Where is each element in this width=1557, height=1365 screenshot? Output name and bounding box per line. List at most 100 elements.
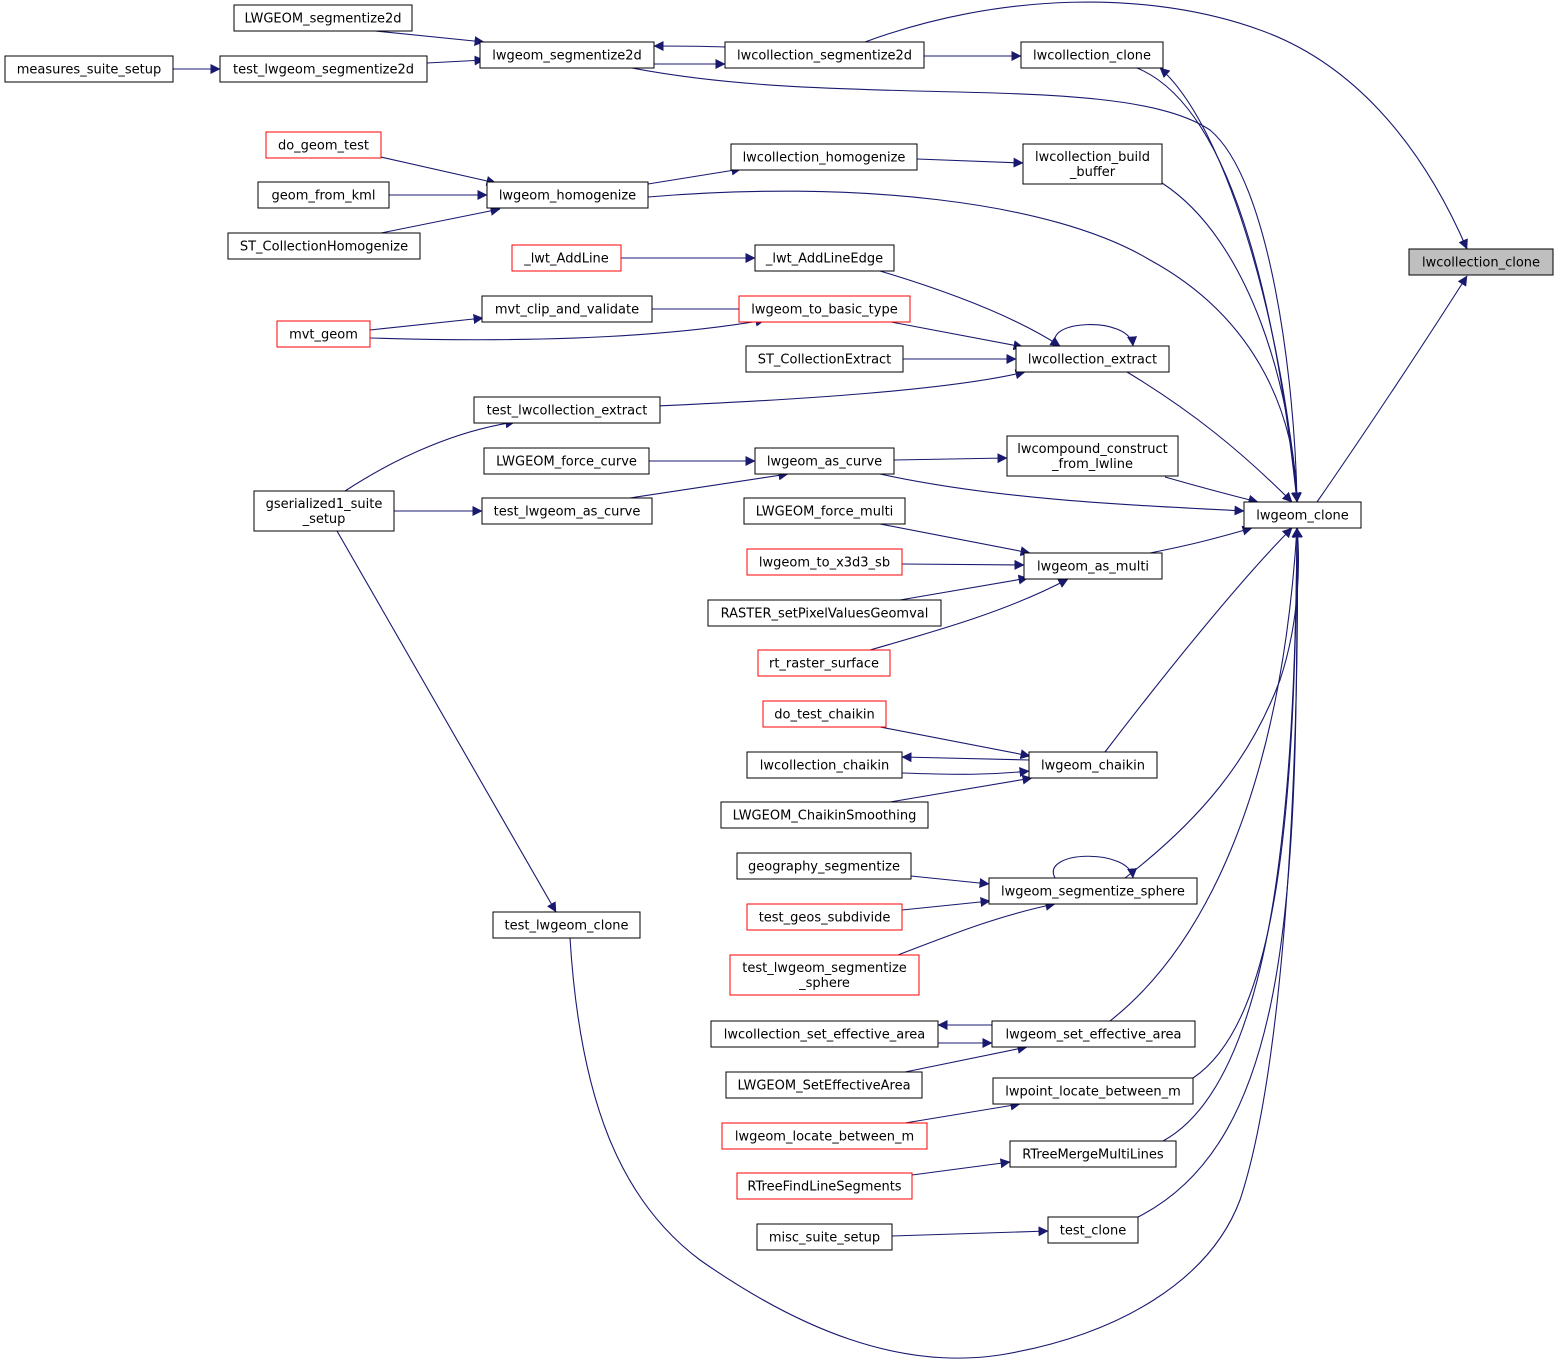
node-box[interactable] xyxy=(1022,143,1163,185)
node-box[interactable] xyxy=(1028,751,1158,779)
node-box[interactable] xyxy=(743,497,906,525)
node-box[interactable] xyxy=(756,1223,893,1251)
node-mvt-geom[interactable]: mvt_geom xyxy=(276,320,371,348)
node-raster-setpixelvaluesgeomval[interactable]: RASTER_setPixelValuesGeomval xyxy=(707,599,942,627)
node-lwgeom-force-curve[interactable]: LWGEOM_force_curve xyxy=(483,447,650,475)
node-lwgeom-force-multi[interactable]: LWGEOM_force_multi xyxy=(743,497,906,525)
node-st-collectionextract[interactable]: ST_CollectionExtract xyxy=(745,345,904,373)
node-box[interactable] xyxy=(745,345,904,373)
node-box[interactable] xyxy=(219,55,428,83)
node-box[interactable] xyxy=(473,396,661,424)
node-box[interactable] xyxy=(479,41,655,69)
node-root[interactable]: lwcollection_clone xyxy=(1408,248,1554,276)
node-lwgeom-segmentize2d[interactable]: LWGEOM_segmentize2d xyxy=(233,4,413,32)
node-lwcollection-clone[interactable]: lwcollection_clone xyxy=(1020,41,1164,69)
node-box[interactable] xyxy=(725,1071,923,1099)
node-box[interactable] xyxy=(486,181,649,209)
node-lwpoint-locate-between-m[interactable]: lwpoint_locate_between_m xyxy=(992,1077,1194,1105)
node-test-lwgeom-as-curve[interactable]: test_lwgeom_as_curve xyxy=(481,497,653,525)
node-test-lwgeom-segmentize2d[interactable]: test_lwgeom_segmentize2d xyxy=(219,55,428,83)
node-box[interactable] xyxy=(492,911,641,939)
node-lwcollection-set-effective-area[interactable]: lwcollection_set_effective_area xyxy=(710,1020,939,1048)
node-box[interactable] xyxy=(1243,501,1362,529)
node-lwgeom-set-effective-area[interactable]: lwgeom_set_effective_area xyxy=(991,1020,1196,1048)
node-rt-raster-surface[interactable]: rt_raster_surface xyxy=(757,649,891,677)
node-test-lwcollection-extract[interactable]: test_lwcollection_extract xyxy=(473,396,661,424)
node-box[interactable] xyxy=(511,244,622,272)
node-lwgeom-as-curve[interactable]: lwgeom_as_curve xyxy=(754,447,895,475)
node-box[interactable] xyxy=(746,548,903,576)
node-box[interactable] xyxy=(276,320,371,348)
node-box[interactable] xyxy=(4,55,174,83)
node-box[interactable] xyxy=(736,852,912,880)
node-lwgeom-locate-between-m[interactable]: lwgeom_locate_between_m xyxy=(721,1122,928,1150)
node-lwgeom-segmentize2d[interactable]: lwgeom_segmentize2d xyxy=(479,41,655,69)
node-box[interactable] xyxy=(738,295,911,323)
node-box[interactable] xyxy=(253,490,395,532)
node-lwcollection-segmentize2d[interactable]: lwcollection_segmentize2d xyxy=(724,41,925,69)
node-box[interactable] xyxy=(746,903,903,931)
node-box[interactable] xyxy=(724,41,925,69)
node-lwcollection-homogenize[interactable]: lwcollection_homogenize xyxy=(730,143,918,171)
node-box[interactable] xyxy=(992,1077,1194,1105)
node-lwgeom-chaikinsmoothing[interactable]: LWGEOM_ChaikinSmoothing xyxy=(720,801,929,829)
node-lwgeom-homogenize[interactable]: lwgeom_homogenize xyxy=(486,181,649,209)
node-box[interactable] xyxy=(1408,248,1554,276)
node-box[interactable] xyxy=(1020,41,1164,69)
node-test-clone[interactable]: test_clone xyxy=(1047,1216,1139,1244)
node-box[interactable] xyxy=(1006,435,1179,477)
node-box[interactable] xyxy=(720,801,929,829)
node-box[interactable] xyxy=(233,4,413,32)
node-test-lwgeom-segmentize-sphere[interactable]: test_lwgeom_segmentize_sphere xyxy=(729,954,920,996)
node-lwgeom-as-multi[interactable]: lwgeom_as_multi xyxy=(1023,552,1163,580)
node-box[interactable] xyxy=(721,1122,928,1150)
node-lwgeom-segmentize-sphere[interactable]: lwgeom_segmentize_sphere xyxy=(988,877,1198,905)
node-box[interactable] xyxy=(481,295,653,323)
node-box[interactable] xyxy=(265,131,382,159)
node-box[interactable] xyxy=(483,447,650,475)
node-st-collectionhomogenize[interactable]: ST_CollectionHomogenize xyxy=(227,232,421,260)
node-geography-segmentize[interactable]: geography_segmentize xyxy=(736,852,912,880)
node-box[interactable] xyxy=(754,244,895,272)
node-lwcollection-extract[interactable]: lwcollection_extract xyxy=(1015,345,1170,373)
node-box[interactable] xyxy=(736,1172,913,1200)
node-mvt-clip-and-validate[interactable]: mvt_clip_and_validate xyxy=(481,295,653,323)
node-box[interactable] xyxy=(991,1020,1196,1048)
node-box[interactable] xyxy=(729,954,920,996)
node-box[interactable] xyxy=(257,181,390,209)
node-box[interactable] xyxy=(988,877,1198,905)
node-box[interactable] xyxy=(227,232,421,260)
node-rtreefindlinesegments[interactable]: RTreeFindLineSegments xyxy=(736,1172,913,1200)
node-gserialized1-suite-setup[interactable]: gserialized1_suite_setup xyxy=(253,490,395,532)
node-lwcollection-chaikin[interactable]: lwcollection_chaikin xyxy=(746,751,903,779)
node-lwgeom-seteffectivearea[interactable]: LWGEOM_SetEffectiveArea xyxy=(725,1071,923,1099)
node-measures-suite-setup[interactable]: measures_suite_setup xyxy=(4,55,174,83)
node-misc-suite-setup[interactable]: misc_suite_setup xyxy=(756,1223,893,1251)
node-test-lwgeom-clone[interactable]: test_lwgeom_clone xyxy=(492,911,641,939)
node-test-geos-subdivide[interactable]: test_geos_subdivide xyxy=(746,903,903,931)
node-box[interactable] xyxy=(707,599,942,627)
node-box[interactable] xyxy=(730,143,918,171)
node-lwgeom-chaikin[interactable]: lwgeom_chaikin xyxy=(1028,751,1158,779)
node-do-test-chaikin[interactable]: do_test_chaikin xyxy=(762,700,887,728)
node-rtreemergemultilines[interactable]: RTreeMergeMultiLines xyxy=(1009,1140,1177,1168)
node-box[interactable] xyxy=(1023,552,1163,580)
node-box[interactable] xyxy=(754,447,895,475)
node-box[interactable] xyxy=(481,497,653,525)
node-box[interactable] xyxy=(1015,345,1170,373)
node-box[interactable] xyxy=(762,700,887,728)
node-geom-from-kml[interactable]: geom_from_kml xyxy=(257,181,390,209)
node-box[interactable] xyxy=(757,649,891,677)
node-lwgeom-clone[interactable]: lwgeom_clone xyxy=(1243,501,1362,529)
node--lwt-addlineedge[interactable]: _lwt_AddLineEdge xyxy=(754,244,895,272)
node-do-geom-test[interactable]: do_geom_test xyxy=(265,131,382,159)
node-box[interactable] xyxy=(746,751,903,779)
node-lwgeom-to-basic-type[interactable]: lwgeom_to_basic_type xyxy=(738,295,911,323)
node-box[interactable] xyxy=(1047,1216,1139,1244)
node--lwt-addline[interactable]: _lwt_AddLine xyxy=(511,244,622,272)
node-box[interactable] xyxy=(710,1020,939,1048)
node-lwcompound-construct-from-lwline[interactable]: lwcompound_construct_from_lwline xyxy=(1006,435,1179,477)
node-box[interactable] xyxy=(1009,1140,1177,1168)
node-lwcollection-build-buffer[interactable]: lwcollection_build_buffer xyxy=(1022,143,1163,185)
node-lwgeom-to-x3d3-sb[interactable]: lwgeom_to_x3d3_sb xyxy=(746,548,903,576)
